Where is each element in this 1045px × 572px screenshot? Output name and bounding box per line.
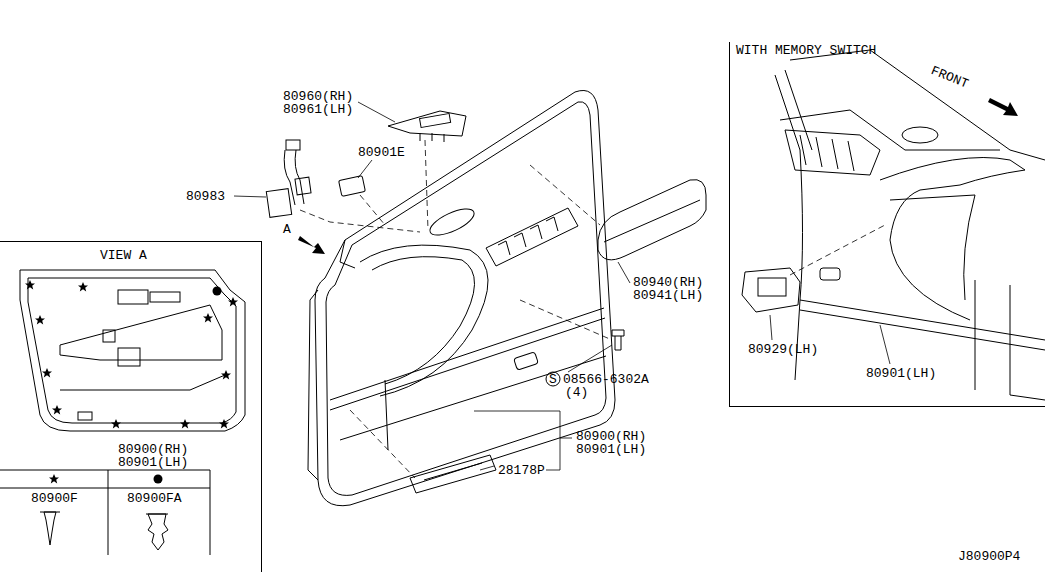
callout-number: 80900(RH) 80901(LH) bbox=[118, 443, 196, 469]
callout-number: 80901E bbox=[358, 146, 405, 159]
callout-number: J80900P4 bbox=[958, 550, 1020, 563]
legend-part-number: 80900FA bbox=[127, 492, 182, 505]
panel-heading: VIEW A bbox=[100, 249, 147, 262]
callout-number: 28178P bbox=[498, 464, 545, 477]
circled-symbol: S bbox=[549, 373, 557, 386]
callout-number: 08566-6302A bbox=[563, 373, 649, 386]
callout-number: 80900(RH) bbox=[576, 430, 646, 443]
callout-number: 80901(LH) bbox=[576, 443, 646, 456]
legend-part-number: 80900F bbox=[31, 492, 78, 505]
callout-number: A bbox=[283, 223, 291, 236]
callout-number: 80901(LH) bbox=[866, 367, 936, 380]
callout-number: 80941(LH) bbox=[633, 289, 703, 302]
callout-number: 80961(LH) bbox=[283, 103, 353, 116]
callout-number: 80929(LH) bbox=[748, 343, 818, 356]
view-panel: VIEW A 80900(RH) 80901(LH) bbox=[0, 241, 262, 572]
view-panel: WITH MEMORY SWITCH bbox=[729, 42, 1045, 407]
callout-number: (4) bbox=[565, 386, 588, 399]
callout-number: 80940(RH) bbox=[633, 276, 703, 289]
callout-number: FRONT bbox=[929, 64, 970, 91]
callout-number: 80983 bbox=[186, 190, 225, 203]
callout-number: 80960(RH) bbox=[283, 90, 353, 103]
panel-heading: WITH MEMORY SWITCH bbox=[736, 44, 876, 57]
